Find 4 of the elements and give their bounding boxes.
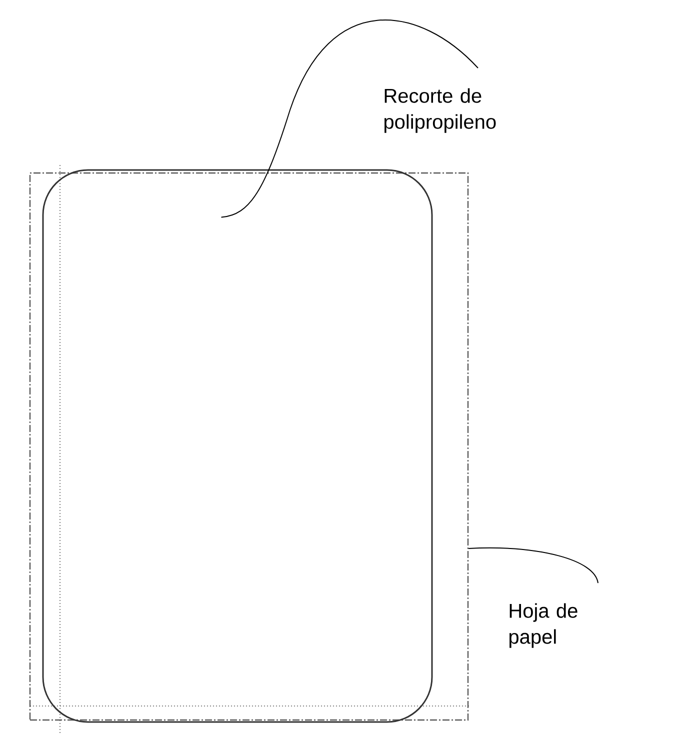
callout-label: Recorte de polipropileno [384, 88, 496, 133]
leader-line [220, 20, 478, 218]
leader-line [468, 547, 598, 584]
callout-label: Hoja de papel [509, 603, 578, 648]
